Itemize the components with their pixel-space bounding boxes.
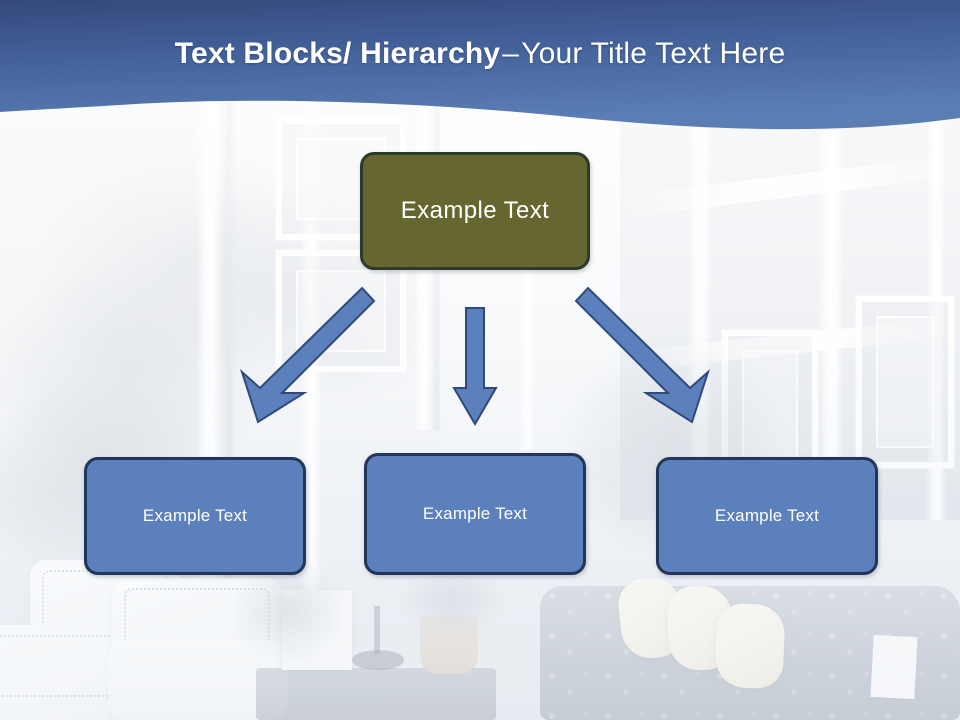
node-child-2-label: Example Text [422, 504, 528, 523]
arrow-down-right [574, 286, 711, 424]
node-child-3-label: Example Text [714, 506, 820, 525]
node-child-1[interactable]: Example Text [84, 457, 306, 575]
title-banner-shape [0, 0, 960, 130]
node-child-3[interactable]: Example Text [656, 457, 878, 575]
node-child-1-label: Example Text [142, 506, 248, 525]
page-title-light: Your Title Text Here [521, 37, 786, 70]
arrow-down [452, 307, 498, 426]
page-title: Text Blocks/ Hierarchy – Your Title Text… [0, 0, 960, 108]
arrow-down-left [239, 286, 376, 424]
page-title-bold: Text Blocks/ Hierarchy [174, 37, 501, 70]
node-root[interactable]: Example Text [360, 152, 590, 270]
title-banner: Text Blocks/ Hierarchy – Your Title Text… [0, 0, 960, 140]
page-title-separator: – [502, 37, 520, 70]
node-root-label: Example Text [400, 197, 550, 224]
node-child-2[interactable]: Example Text [364, 453, 586, 575]
